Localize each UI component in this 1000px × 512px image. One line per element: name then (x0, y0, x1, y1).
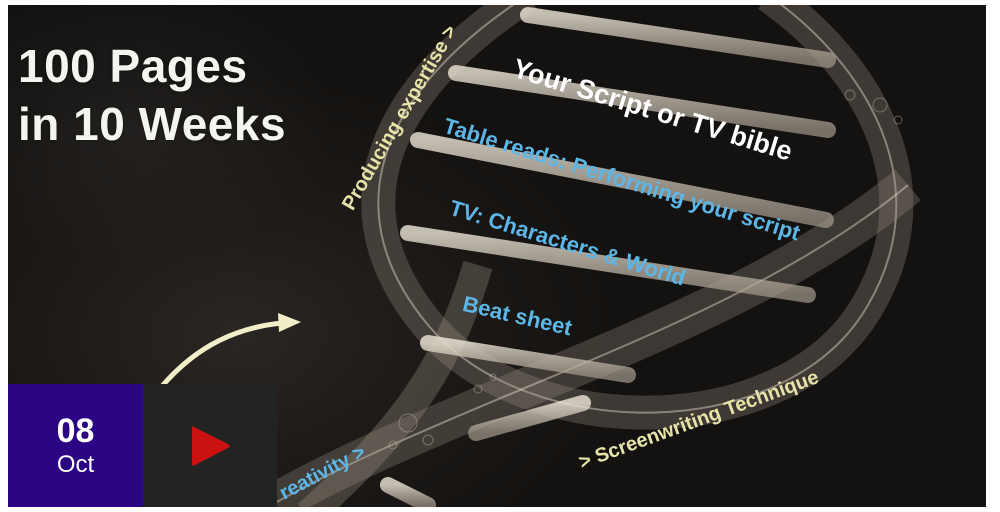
banner-title-line2: in 10 Weeks (18, 98, 287, 150)
event-date-badge: 08 Oct (8, 384, 143, 507)
banner-title: 100 Pages in 10 Weeks (18, 37, 286, 153)
play-icon (192, 425, 230, 466)
dna-helix-illustration (160, 5, 921, 507)
event-month: Oct (56, 450, 95, 478)
event-banner-image[interactable]: 100 Pages in 10 Weeks Your Script or TV … (8, 5, 986, 507)
play-video-button[interactable] (143, 384, 277, 507)
banner-title-line1: 100 Pages (18, 40, 248, 92)
event-day: 08 (56, 411, 95, 450)
